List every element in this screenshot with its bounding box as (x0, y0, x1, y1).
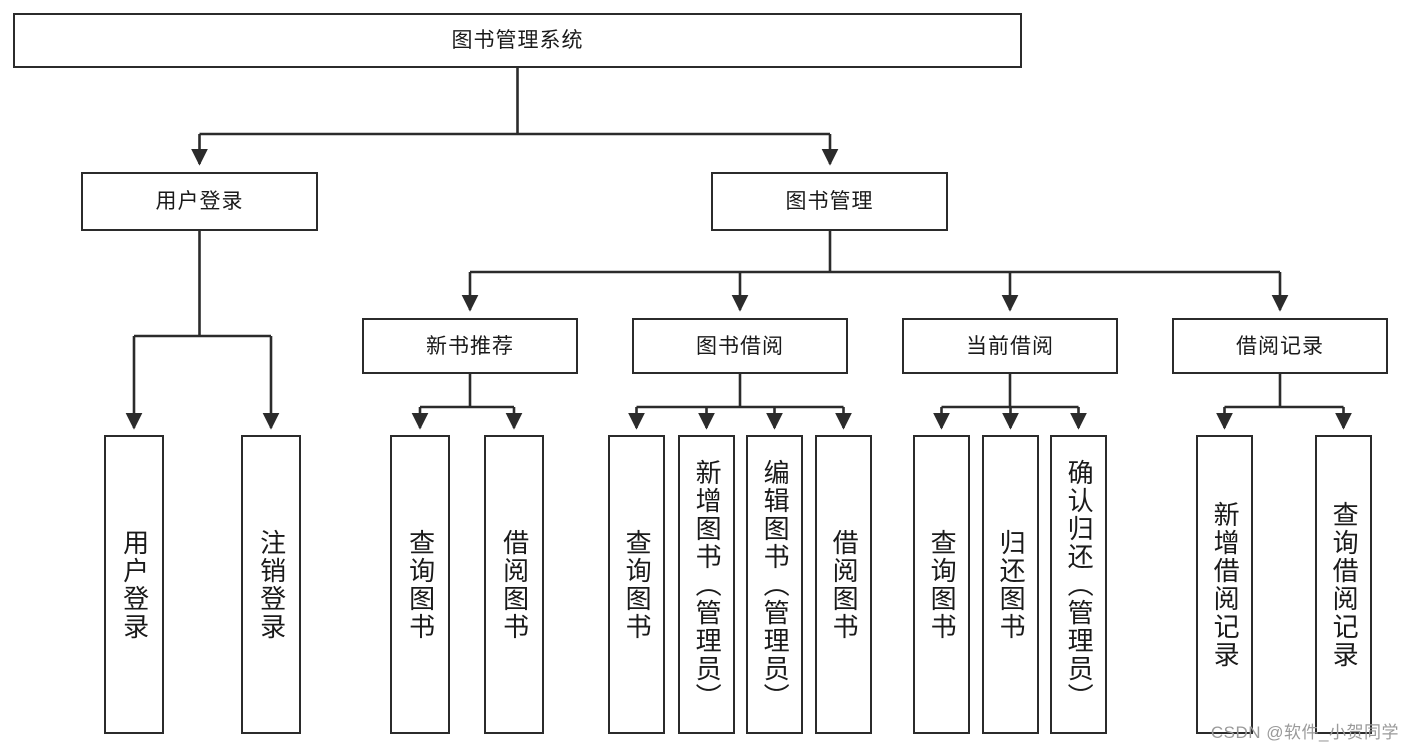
node-book-borrow-label: 图书借阅 (696, 334, 784, 358)
leaf-query-borrow-record[interactable]: 查询借阅记录 (1315, 435, 1372, 734)
node-new-book-recommend-label: 新书推荐 (426, 334, 514, 358)
leaf-borrow-book[interactable]: 借阅图书 (815, 435, 872, 734)
leaf-add-book-admin[interactable]: 新增图书（管理员） (678, 435, 735, 734)
leaf-add-book-admin-label: 新增图书（管理员） (692, 458, 723, 711)
leaf-edit-book-admin-label: 编辑图书（管理员） (760, 458, 791, 711)
leaf-confirm-return-admin[interactable]: 确认归还（管理员） (1050, 435, 1107, 734)
leaf-borrow-book-newbook-label: 借阅图书 (499, 528, 530, 641)
node-borrow-records-label: 借阅记录 (1236, 334, 1324, 358)
node-current-borrow-label: 当前借阅 (966, 334, 1054, 358)
leaf-query-borrow-record-label: 查询借阅记录 (1329, 500, 1360, 669)
leaf-borrow-book-label: 借阅图书 (829, 528, 860, 641)
leaf-query-book-borrow[interactable]: 查询图书 (608, 435, 665, 734)
node-current-borrow[interactable]: 当前借阅 (902, 318, 1118, 374)
node-book-management-label: 图书管理 (785, 190, 874, 213)
node-book-management[interactable]: 图书管理 (711, 172, 948, 231)
node-book-borrow[interactable]: 图书借阅 (632, 318, 848, 374)
leaf-borrow-book-newbook[interactable]: 借阅图书 (484, 435, 544, 734)
leaf-add-borrow-record[interactable]: 新增借阅记录 (1196, 435, 1253, 734)
leaf-edit-book-admin[interactable]: 编辑图书（管理员） (746, 435, 803, 734)
leaf-user-login[interactable]: 用户登录 (104, 435, 164, 734)
leaf-user-login-label: 用户登录 (119, 528, 150, 641)
leaf-return-book-label: 归还图书 (996, 528, 1027, 641)
leaf-logout[interactable]: 注销登录 (241, 435, 301, 734)
node-user-login[interactable]: 用户登录 (81, 172, 318, 231)
node-root[interactable]: 图书管理系统 (13, 13, 1022, 68)
leaf-return-book[interactable]: 归还图书 (982, 435, 1039, 734)
node-new-book-recommend[interactable]: 新书推荐 (362, 318, 578, 374)
node-root-label: 图书管理系统 (451, 29, 584, 52)
node-user-login-label: 用户登录 (155, 190, 244, 213)
leaf-query-book-newbook[interactable]: 查询图书 (390, 435, 450, 734)
node-borrow-records[interactable]: 借阅记录 (1172, 318, 1388, 374)
leaf-query-book-newbook-label: 查询图书 (405, 528, 436, 641)
leaf-logout-label: 注销登录 (256, 528, 287, 641)
leaf-add-borrow-record-label: 新增借阅记录 (1210, 500, 1241, 669)
leaf-query-book-current-label: 查询图书 (927, 528, 958, 641)
leaf-confirm-return-admin-label: 确认归还（管理员） (1064, 458, 1095, 711)
leaf-query-book-borrow-label: 查询图书 (622, 528, 653, 641)
leaf-query-book-current[interactable]: 查询图书 (913, 435, 970, 734)
